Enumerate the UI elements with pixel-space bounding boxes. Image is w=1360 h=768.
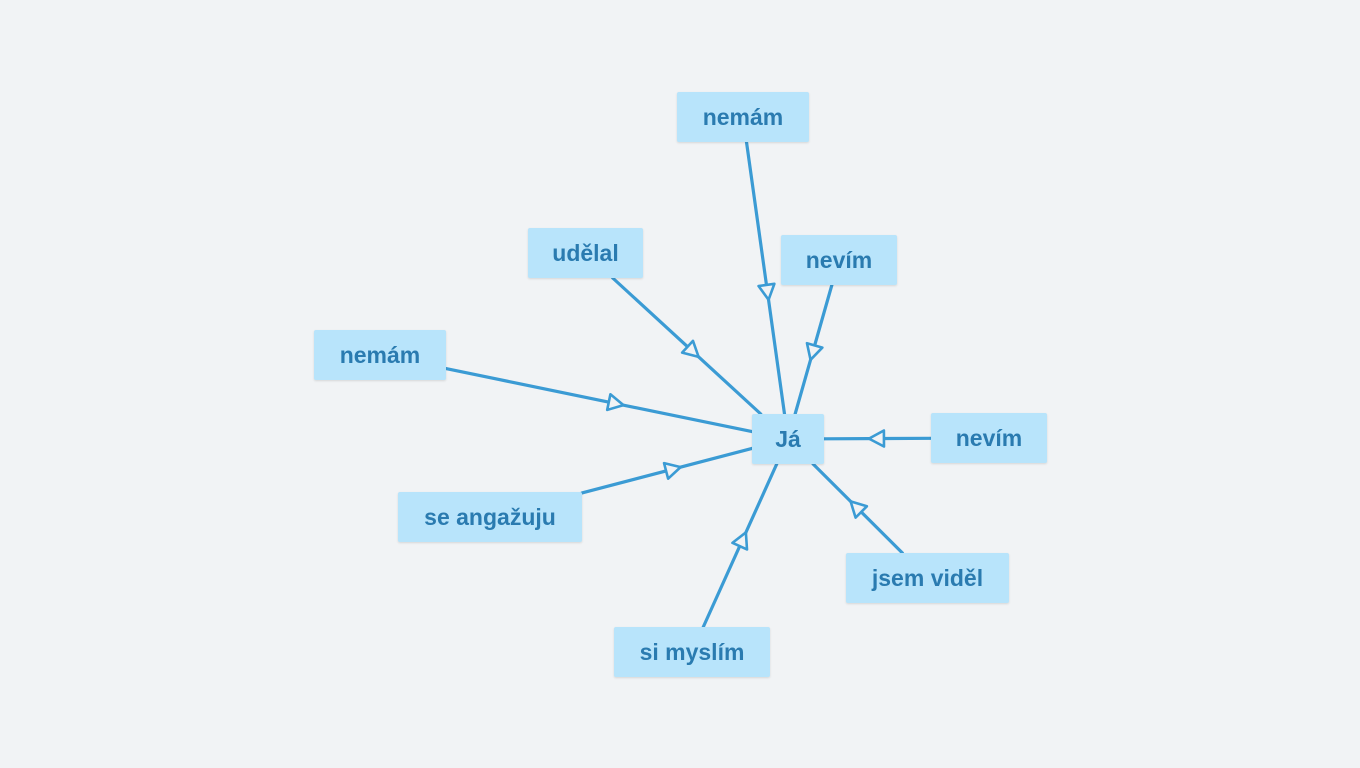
node-n8[interactable]: si myslím [614, 627, 770, 677]
node-center[interactable]: Já [752, 414, 824, 464]
edge-n4-to-center [444, 366, 754, 434]
node-n5[interactable]: nevím [931, 413, 1047, 463]
arrowhead-icon [731, 531, 749, 551]
node-n6[interactable]: se angažuju [398, 492, 582, 542]
node-label: nevím [955, 424, 1023, 451]
node-label: udělal [552, 239, 619, 266]
arrowhead-icon [805, 341, 824, 362]
arrowhead-icon [605, 392, 625, 412]
arrowhead-icon [662, 461, 682, 480]
node-label: se angažuju [424, 503, 556, 530]
arrowhead-icon [867, 429, 886, 448]
node-label: jsem viděl [871, 564, 984, 591]
node-label: nemám [702, 103, 784, 130]
node-label: nemám [339, 341, 421, 368]
edge-n1-to-center [744, 140, 787, 416]
arrowhead-icon [849, 500, 869, 519]
node-n7[interactable]: jsem viděl [846, 553, 1009, 603]
node-n4[interactable]: nemám [314, 330, 446, 380]
node-n1[interactable]: nemám [677, 92, 809, 142]
arrowhead-icon [680, 339, 700, 359]
node-label: nevím [805, 246, 873, 273]
node-label: si myslím [639, 638, 745, 665]
node-n3[interactable]: udělal [528, 228, 643, 278]
node-label: Já [775, 425, 801, 452]
arrowhead-icon [757, 282, 776, 302]
node-n2[interactable]: nevím [781, 235, 897, 285]
